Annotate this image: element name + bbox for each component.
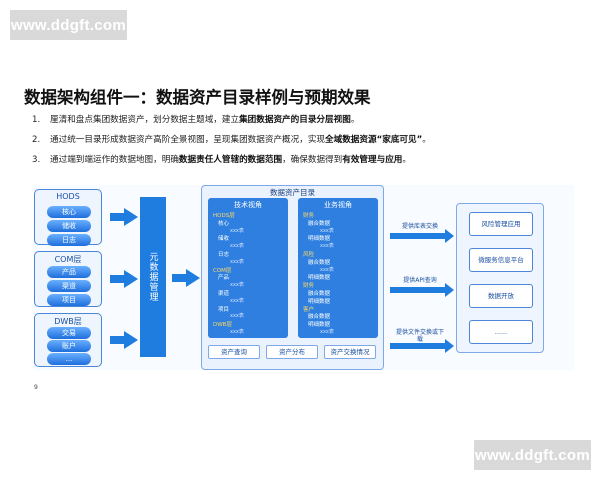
- catalog-entry: COM层: [213, 267, 232, 274]
- catalog-entry: 项目: [218, 306, 230, 313]
- catalog-entry: 产品: [218, 275, 230, 282]
- catalog-entry: xxx表: [230, 313, 244, 320]
- source-item: 渠道: [47, 280, 91, 292]
- service-arrow-icon: [390, 229, 454, 243]
- catalog-entry: 融合数据: [308, 314, 331, 321]
- catalog-entry: xxx表: [230, 227, 244, 234]
- catalog-entry: xxx表: [320, 243, 334, 250]
- flow-arrow-icon: [110, 331, 138, 349]
- source-group-label: HODS: [56, 192, 80, 201]
- bullet-bold: 集团数据资产的目录分层视图: [239, 115, 351, 125]
- catalog-entry: xxx表: [230, 282, 244, 289]
- catalog-entry: HODS层: [213, 213, 235, 219]
- asset-exchange-button[interactable]: 资产交换情况: [324, 345, 376, 359]
- bullet-number: 1.: [32, 115, 41, 125]
- catalog-entry: 储收: [218, 236, 230, 243]
- output-item: 数据开放: [469, 284, 533, 308]
- output-item: 风险管理应用: [469, 212, 533, 236]
- catalog-entry: 财务: [303, 213, 315, 219]
- asset-query-button[interactable]: 资产查询: [208, 345, 260, 359]
- catalog-entry: 客户: [303, 306, 315, 313]
- catalog-entry: 明细数据: [308, 275, 331, 282]
- source-group-com: COM层 产品 渠道 项目: [34, 251, 102, 307]
- bullet-text: ，确保数据得到: [282, 155, 343, 165]
- source-group-dwb: DWB层 交易 账户 ...: [34, 313, 102, 367]
- catalog-entry: 融合数据: [308, 259, 331, 266]
- catalog-entry: 核心: [218, 220, 230, 227]
- bullet-number: 3.: [32, 155, 41, 165]
- catalog-entry: 明细数据: [308, 236, 331, 243]
- bullet-text: 。: [402, 155, 412, 165]
- bullet-text: 。: [350, 115, 360, 125]
- bullet-item: 3. 通过端到端运作的数据地图，明确数据责任人管辖的数据范围，确保数据得到有效管…: [32, 154, 592, 166]
- flow-arrow-icon: [172, 269, 200, 287]
- output-item: ......: [469, 320, 533, 344]
- bullet-item: 1. 厘清和盘点集团数据资产，划分数据主题域，建立集团数据资产的目录分层视图。: [32, 114, 592, 126]
- bullet-list: 1. 厘清和盘点集团数据资产，划分数据主题域，建立集团数据资产的目录分层视图。 …: [32, 114, 592, 174]
- catalog-entry: 风险: [303, 252, 315, 258]
- source-item: 项目: [47, 294, 91, 306]
- source-group-label: DWB层: [54, 317, 82, 326]
- catalog-entry: DWB层: [213, 322, 232, 329]
- source-item: 核心: [47, 206, 91, 218]
- service-arrow-icon: [390, 283, 454, 297]
- application-output-panel: 风险管理应用 微服务信息平台 数据开放 ......: [456, 203, 544, 353]
- service-label: 提供API查询: [403, 277, 437, 284]
- metadata-management-bar: 元数据管理: [140, 197, 166, 357]
- source-item: 储收: [47, 220, 91, 232]
- watermark-top: www.ddgft.com: [10, 10, 127, 40]
- catalog-entry: xxx表: [320, 329, 334, 335]
- catalog-entry: 明细数据: [308, 322, 331, 329]
- asset-distribution-button[interactable]: 资产分布: [266, 345, 318, 359]
- page-title: 数据架构组件一：数据资产目录样例与预期效果: [24, 88, 371, 107]
- catalog-entry: xxx表: [230, 258, 244, 265]
- bullet-bold: 有效管理与应用: [342, 155, 403, 165]
- bullet-bold: 全域数据资源“家底可见”: [325, 135, 423, 145]
- catalog-entry: 渠道: [218, 291, 230, 297]
- catalog-entry: 财务: [303, 283, 315, 290]
- catalog-entry: xxx表: [320, 266, 334, 273]
- catalog-entry: 日志: [218, 252, 230, 258]
- bullet-text: 通过端到端运作的数据地图，明确: [50, 155, 179, 165]
- bullet-bold: 数据责任人管辖的数据范围: [178, 155, 283, 165]
- output-item: 微服务信息平台: [469, 248, 533, 272]
- catalog-entry: xxx表: [230, 243, 244, 250]
- bullet-text: 厘清和盘点集团数据资产，划分数据主题域，建立: [50, 115, 240, 125]
- catalog-entry: xxx表: [230, 297, 244, 304]
- catalog-entry: xxx表: [230, 329, 244, 335]
- source-group-label: COM层: [54, 255, 82, 264]
- bullet-text: 通过统一目录形成数据资产高阶全景视图，呈现集团数据资产概况，实现: [50, 135, 326, 145]
- bullet-number: 2.: [32, 135, 41, 145]
- flow-arrow-icon: [110, 208, 138, 226]
- catalog-entry: xxx表: [320, 227, 334, 234]
- source-group-hods: HODS 核心 储收 日志: [34, 189, 102, 246]
- biz-view-title: 业务视角: [324, 201, 352, 209]
- source-item: 账户: [47, 340, 91, 352]
- catalog-title: 数据资产目录: [270, 188, 315, 197]
- catalog-entry: 融合数据: [308, 291, 331, 297]
- bullet-item: 2. 通过统一目录形成数据资产高阶全景视图，呈现集团数据资产概况，实现全域数据资…: [32, 134, 592, 146]
- bullet-text: 。: [422, 135, 431, 145]
- architecture-diagram: HODS 核心 储收 日志 COM层 产品 渠道 项目 DWB层 交易 账户 .…: [34, 185, 574, 370]
- service-label: 提供库表交换: [401, 223, 438, 230]
- source-item: ...: [47, 353, 91, 365]
- source-item: 产品: [47, 266, 91, 278]
- catalog-entry: 明细数据: [308, 298, 331, 305]
- source-item: 交易: [47, 327, 91, 339]
- service-label: 提供文件交换或下载: [395, 329, 444, 343]
- catalog-entry: 融合数据: [308, 220, 331, 227]
- watermark-bottom: www.ddgft.com: [474, 440, 591, 470]
- source-item: 日志: [47, 234, 91, 246]
- tech-view-title: 技术视角: [234, 201, 262, 209]
- service-arrow-icon: [390, 339, 454, 353]
- flow-arrow-icon: [110, 270, 138, 288]
- page-number: 9: [34, 384, 38, 391]
